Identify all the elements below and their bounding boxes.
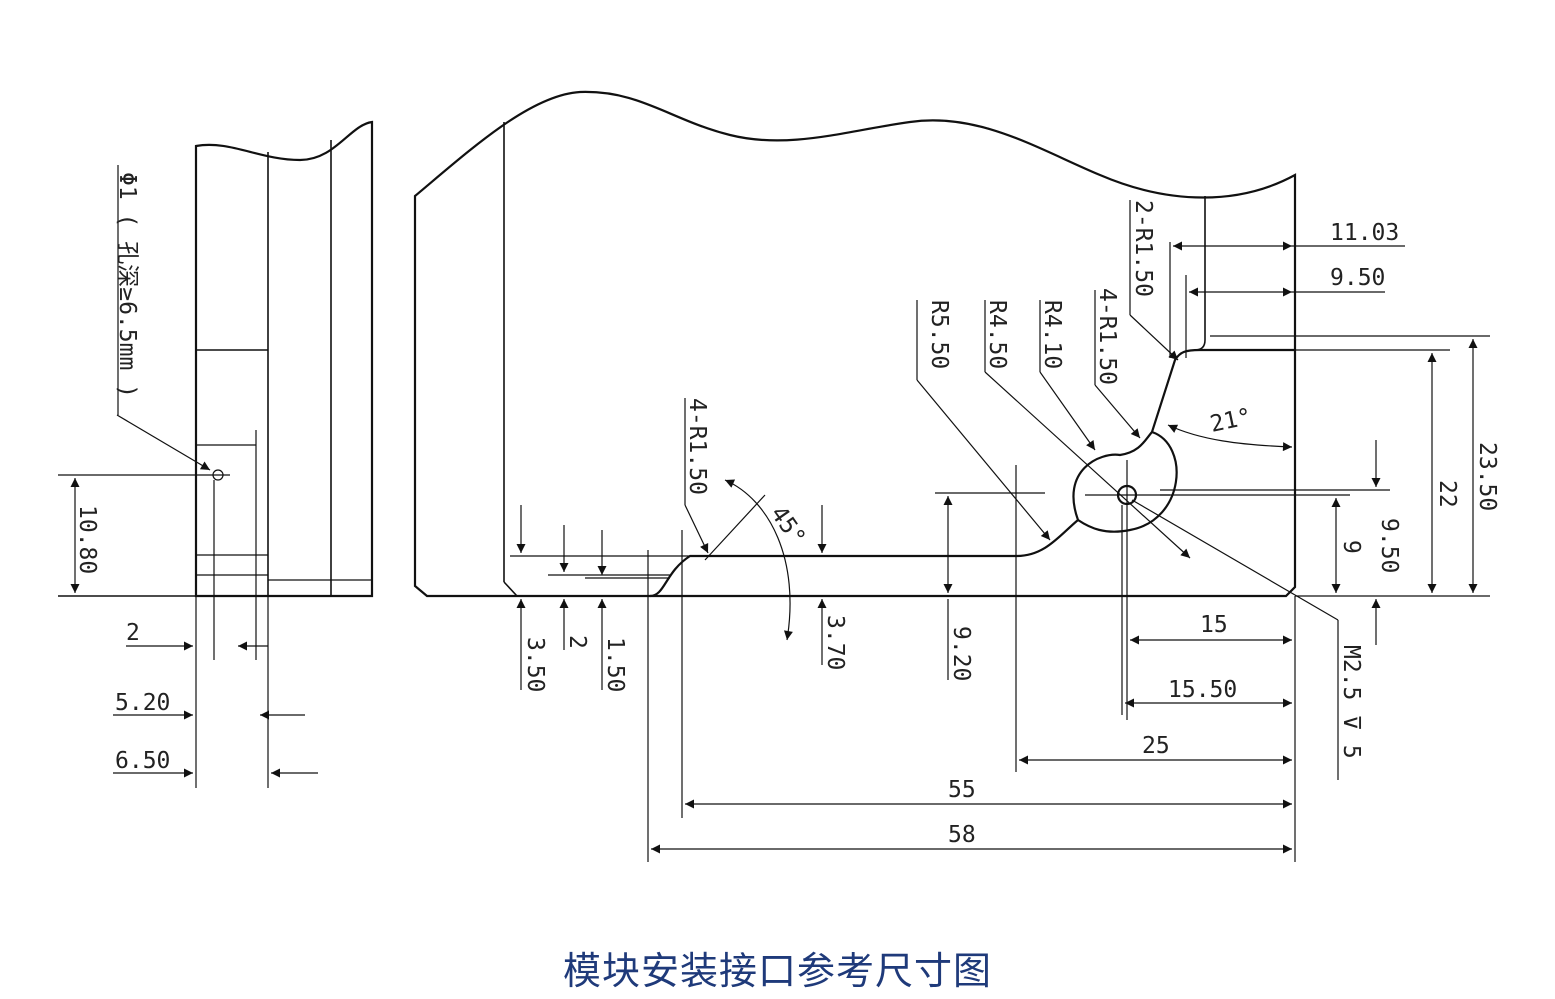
dim-1-50: 1.50 xyxy=(602,637,628,692)
dim-3-50: 3.50 xyxy=(522,637,548,692)
dim-55: 55 xyxy=(948,777,976,803)
side-dim-b: 5.20 xyxy=(115,690,170,716)
diagram-caption: 模块安装接口参考尺寸图 xyxy=(562,949,992,993)
side-dim-c: 6.50 xyxy=(115,748,170,774)
dim-22: 22 xyxy=(1434,480,1460,508)
dim-25: 25 xyxy=(1142,733,1170,759)
dim-15-50: 15.50 xyxy=(1168,677,1237,703)
front-view-slot xyxy=(649,348,1295,598)
dim-58: 58 xyxy=(948,822,976,848)
dim-3-70: 3.70 xyxy=(822,615,848,670)
side-hole-leader xyxy=(116,414,211,471)
note-r450: R4.50 xyxy=(984,300,1010,369)
dim-9-50-v: 9.50 xyxy=(1376,518,1402,573)
front-view-outline xyxy=(413,90,1297,598)
side-hole-note: Φ1 ( 孔深≥6.5mm ) xyxy=(114,172,140,398)
dim-2: 2 xyxy=(564,635,590,649)
front-view: 2-R1.50 4-R1.50 R4.10 R4.50 R5.50 4-R1.5… xyxy=(413,90,1500,862)
dim-23-50: 23.50 xyxy=(1474,442,1500,511)
note-4-r150-left: 4-R1.50 xyxy=(684,398,710,495)
dim-9-20: 9.20 xyxy=(948,626,974,681)
side-dim-a: 2 xyxy=(126,620,140,646)
note-4-r150-mid: 4-R1.50 xyxy=(1094,288,1120,385)
side-view: Φ1 ( 孔深≥6.5mm ) 10.80 2 5.20 6.50 xyxy=(58,120,374,788)
dim-15: 15 xyxy=(1200,612,1228,638)
dim-9-50-h: 9.50 xyxy=(1330,265,1385,291)
angle-21: 21° xyxy=(1208,404,1254,438)
side-dim-height: 10.80 xyxy=(74,505,100,574)
note-thread: M2.5 ⊽ 5 xyxy=(1338,645,1364,759)
angle-45: 45° xyxy=(765,502,810,551)
note-r550: R5.50 xyxy=(926,300,952,369)
note-2-r150: 2-R1.50 xyxy=(1130,200,1156,297)
dim-11-03: 11.03 xyxy=(1330,220,1399,246)
side-view-outline xyxy=(194,120,374,598)
dim-9: 9 xyxy=(1338,540,1364,554)
note-r410: R4.10 xyxy=(1039,300,1065,369)
